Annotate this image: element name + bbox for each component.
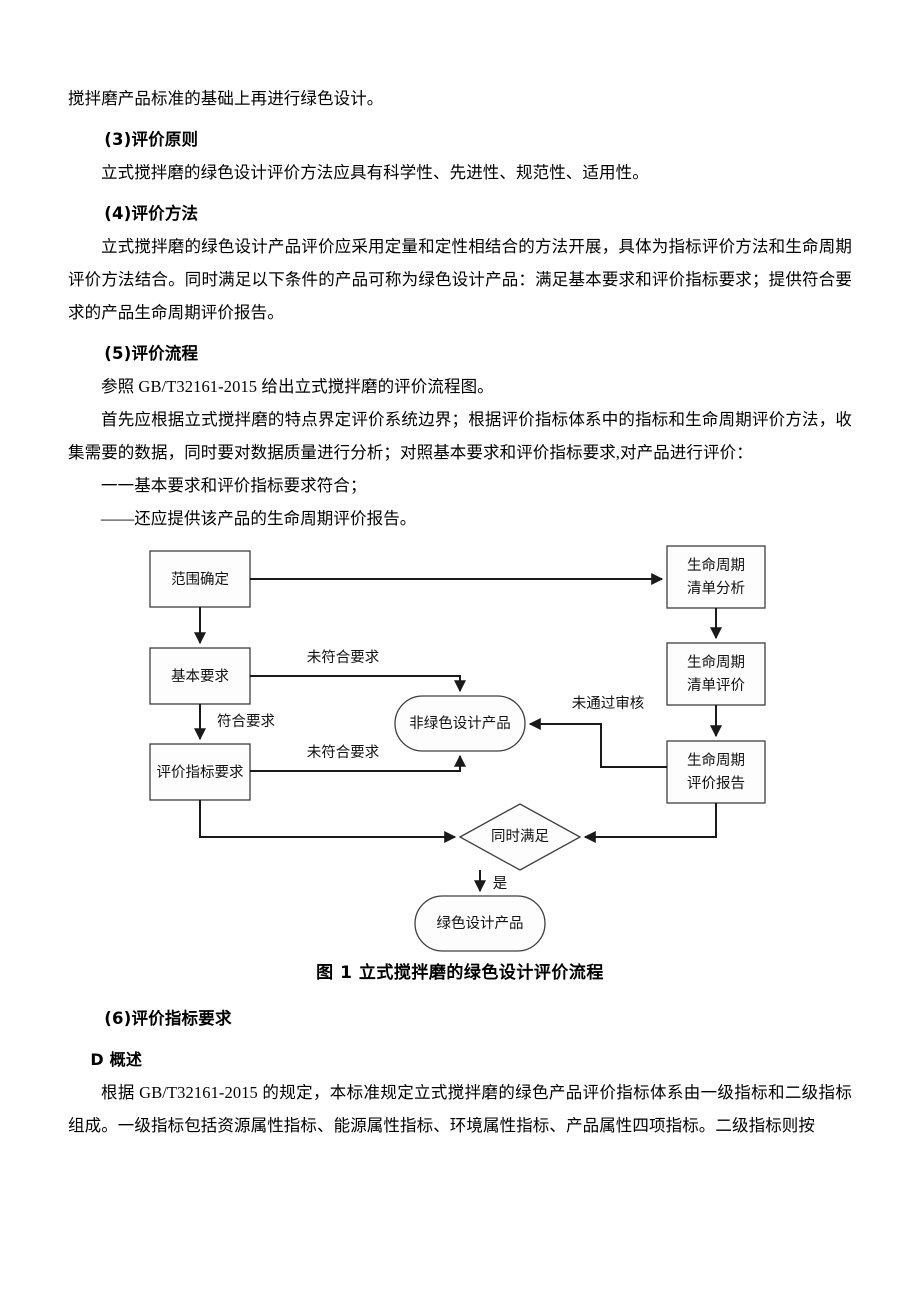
flowchart-figure: 范围确定 基本要求 评价指标要求 生命周期 清单分析 生命周期 清单评价 生命周… <box>68 541 852 956</box>
spacer <box>68 988 852 1002</box>
paragraph-overview: 根据 GB/T32161-2015 的规定，本标准规定立式搅拌磨的绿色产品评价指… <box>68 1083 852 1135</box>
node-lcia-label-line2: 清单评价 <box>687 677 745 694</box>
edge-label-basic-pass: 符合要求 <box>217 713 275 730</box>
edge-basic-fail-to-non-green <box>250 675 466 693</box>
paragraph-process-dash-1: 一一基本要求和评价指标要求符合； <box>101 476 367 495</box>
heading-evaluation-principles: (3)评价原则 <box>104 130 199 149</box>
node-green-shape <box>414 895 546 952</box>
node-scope-box <box>149 550 251 608</box>
edge-label-yes: 是 <box>493 876 508 892</box>
node-green-label: 绿色设计产品 <box>437 915 524 932</box>
node-decision-shape <box>458 803 582 871</box>
figure-caption: 图 1 立式搅拌磨的绿色设计评价流程 <box>316 963 604 983</box>
heading-evaluation-process: (5)评价流程 <box>104 344 199 363</box>
flowchart-svg: 范围确定 基本要求 评价指标要求 生命周期 清单分析 生命周期 清单评价 生命周… <box>149 545 766 952</box>
paragraph-process-dash-2: ——还应提供该产品的生命周期评价报告。 <box>101 509 417 528</box>
edge-label-index-fail: 未符合要求 <box>307 744 380 761</box>
paragraph-method: 立式搅拌磨的绿色设计产品评价应采用定量和定性相结合的方法开展，具体为指标评价方法… <box>68 237 852 322</box>
node-lci-label-line2: 清单分析 <box>687 580 745 597</box>
node-scope-label: 范围确定 <box>171 571 229 588</box>
node-non-green-label: 非绿色设计产品 <box>409 715 511 732</box>
spacer <box>68 189 852 197</box>
node-index-req-label: 评价指标要求 <box>157 764 244 781</box>
node-lca-report-label-line2: 评价报告 <box>687 775 745 792</box>
edge-review-fail-to-non-green <box>528 718 667 768</box>
node-lcia-label-line1: 生命周期 <box>687 653 745 671</box>
paragraph-principles: 立式搅拌磨的绿色设计评价方法应具有科学性、先进性、规范性、适用性。 <box>101 163 649 182</box>
edge-index-to-decision <box>199 800 457 843</box>
heading-index-requirements: (6)评价指标要求 <box>104 1009 232 1028</box>
node-lca-report-label-line1: 生命周期 <box>687 751 745 769</box>
node-lci-box <box>666 545 766 609</box>
page-content: 搅拌磨产品标准的基础上再进行绿色设计。 (3)评价原则 立式搅拌磨的绿色设计评价… <box>68 82 852 1142</box>
paragraph-intro: 搅拌磨产品标准的基础上再进行绿色设计。 <box>68 89 384 108</box>
spacer <box>68 1035 852 1043</box>
spacer <box>68 115 852 123</box>
node-basic-req-box <box>149 647 251 705</box>
edge-lca-report-to-decision <box>583 803 717 843</box>
edge-label-basic-fail: 未符合要求 <box>307 649 380 666</box>
spacer <box>68 329 852 337</box>
node-lcia-box <box>666 642 766 706</box>
node-decision-label: 同时满足 <box>491 828 549 845</box>
node-non-green-shape <box>394 695 526 752</box>
node-lci-label-line1: 生命周期 <box>687 556 745 574</box>
node-basic-req-label: 基本要求 <box>171 668 229 685</box>
paragraph-process-steps: 首先应根据立式搅拌磨的特点界定评价系统边界；根据评价指标体系中的指标和生命周期评… <box>68 410 852 462</box>
paragraph-process-reference: 参照 GB/T32161-2015 给出立式搅拌磨的评价流程图。 <box>101 377 494 396</box>
node-lca-report-box <box>666 740 766 804</box>
edge-label-review-fail: 未通过审核 <box>572 695 645 712</box>
node-index-req-box <box>149 743 251 801</box>
heading-evaluation-method: (4)评价方法 <box>104 204 199 223</box>
heading-overview: D 概述 <box>90 1050 143 1069</box>
edge-index-fail-to-non-green <box>250 754 466 772</box>
